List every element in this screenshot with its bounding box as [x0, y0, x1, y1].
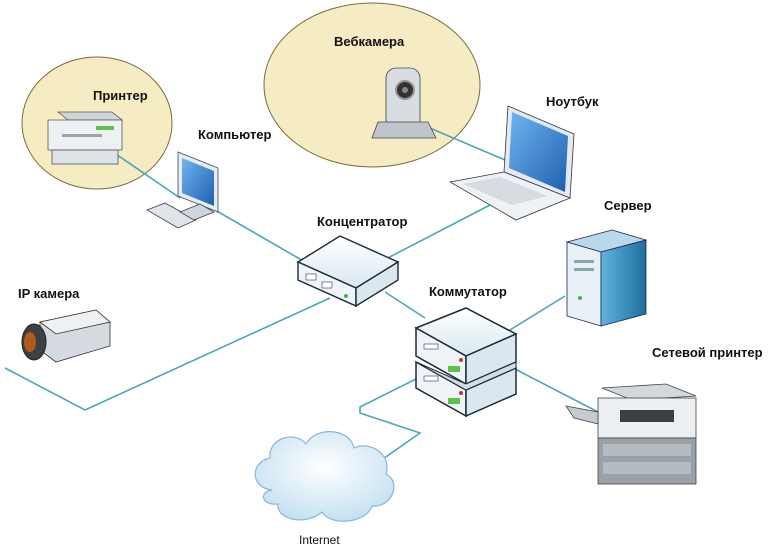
- label-switch: Коммутатор: [429, 284, 507, 299]
- label-network-printer: Сетевой принтер: [652, 345, 763, 360]
- laptop-icon: [448, 105, 575, 221]
- link-ipcamera-hub: [4, 297, 331, 411]
- link-switch-netprinter: [512, 367, 601, 414]
- printer-icon: [47, 111, 124, 165]
- link-printer-computer: [109, 149, 181, 199]
- label-hub: Концентратор: [317, 214, 408, 229]
- switch-icon: [414, 307, 518, 418]
- link-laptop-hub: [379, 204, 491, 263]
- link-computer-hub: [214, 209, 306, 263]
- ip-camera-icon: [21, 309, 111, 363]
- link-hub-switch: [384, 291, 426, 319]
- label-server: Сервер: [604, 198, 652, 213]
- link-switch-server: [504, 295, 566, 334]
- label-ip-camera: IP камера: [18, 286, 80, 301]
- network-links: [4, 122, 601, 462]
- webcam-zone: [263, 2, 481, 168]
- link-switch-internet: [359, 376, 422, 462]
- label-internet: Internet: [299, 533, 340, 547]
- cloud-icon: [254, 431, 395, 522]
- server-icon: [565, 229, 648, 327]
- label-webcam: Вебкамера: [334, 34, 405, 49]
- hub-icon: [296, 235, 400, 308]
- label-printer: Принтер: [93, 88, 148, 103]
- label-computer: Компьютер: [198, 127, 272, 142]
- webcam-icon: [371, 67, 437, 139]
- label-laptop: Ноутбук: [546, 94, 599, 109]
- network-printer-icon: [565, 383, 697, 485]
- computer-icon: [146, 151, 219, 229]
- link-webcam-laptop: [417, 122, 506, 161]
